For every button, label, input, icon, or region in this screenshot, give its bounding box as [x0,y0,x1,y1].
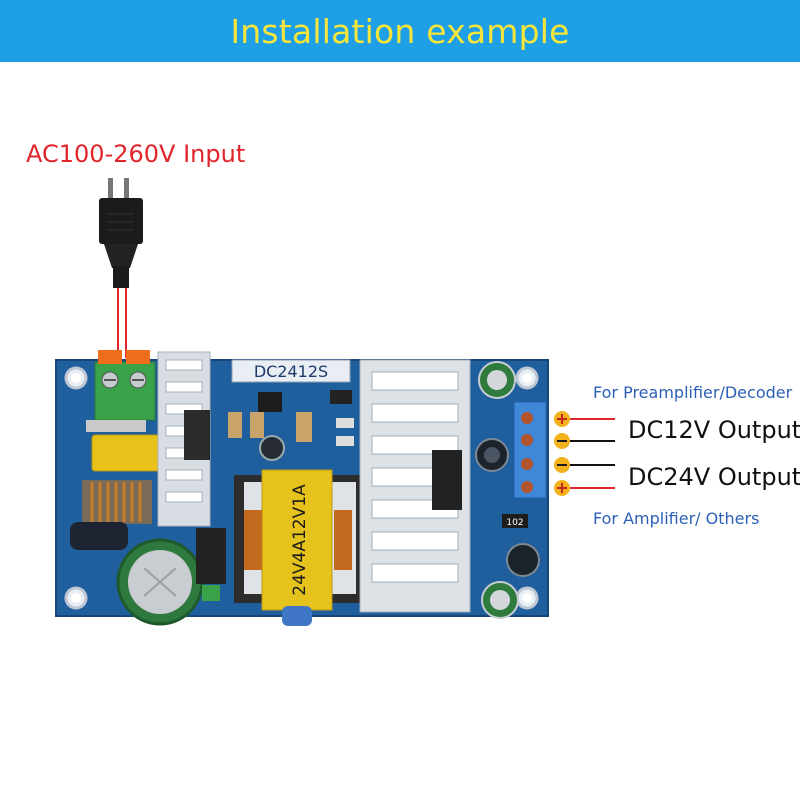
dc24v-output-label: DC24V Output [628,463,800,491]
preamplifier-group-label: For Preamplifier/Decoder [593,383,793,402]
output-wiring [554,411,615,496]
amplifier-group-label: For Amplifier/ Others [593,509,760,528]
ac-input-label: AC100-260V Input [26,140,246,168]
dc12v-output-label: DC12V Output [628,416,800,444]
pcb-board: DC2412S 24V4A12V1A [55,350,549,626]
power-plug-icon [99,178,143,288]
banner-title: Installation example [230,11,570,51]
transformer-label: 24V4A12V1A [290,484,310,596]
title-banner: Installation example [0,0,800,62]
board-model-label: DC2412S [254,362,328,381]
ac-input-wires [117,288,127,358]
capacitor-label: 102 [506,518,523,528]
